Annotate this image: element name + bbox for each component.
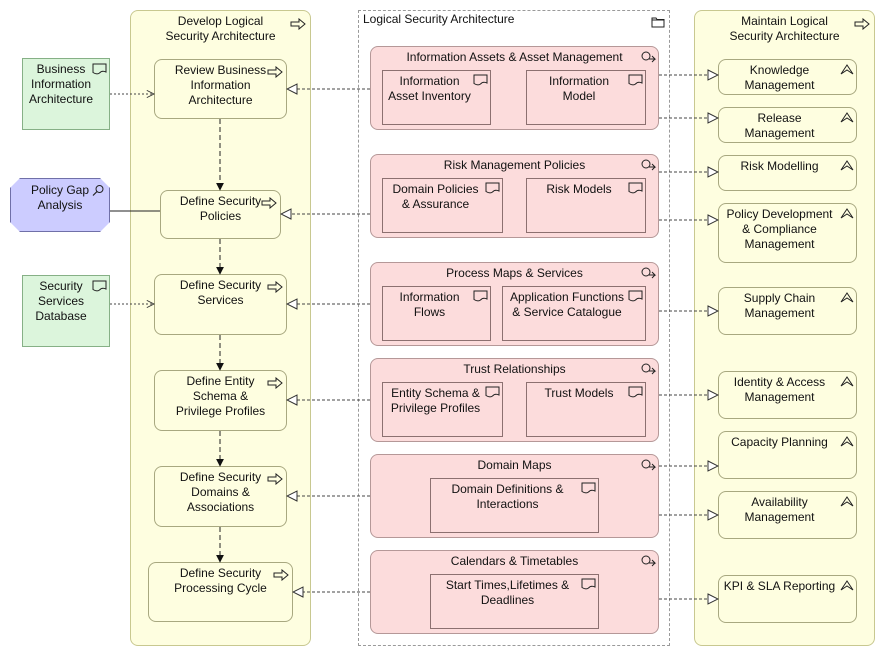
- process-arrow-icon: [261, 197, 277, 209]
- process-label: Define Entity Schema & Privilege Profile…: [175, 374, 266, 418]
- service-knowledge-management[interactable]: Knowledge Management: [718, 59, 857, 95]
- process-arrow-icon: [290, 18, 306, 30]
- group-title: Information Assets & Asset Management: [406, 50, 623, 64]
- artifact-label: Business Information Architecture: [29, 62, 94, 106]
- service-supply-chain-management[interactable]: Supply Chain Management: [718, 287, 857, 335]
- service-label: Policy Development & Compliance Manageme…: [726, 207, 833, 251]
- lane-maintain-title: Maintain Logical Security Architecture: [729, 14, 840, 43]
- assessment-policy-gap-analysis[interactable]: Policy Gap Analysis: [10, 178, 110, 232]
- service-label: Availability Management: [744, 495, 815, 524]
- service-label: Identity & Access Management: [733, 375, 826, 404]
- service-identity-access-management[interactable]: Identity & Access Management: [718, 371, 857, 419]
- process-arrow-icon: [854, 18, 870, 30]
- object-label: Entity Schema & Privilege Profiles: [390, 386, 481, 415]
- process-arrow-icon: [267, 473, 283, 485]
- assessment-label: Policy Gap Analysis: [30, 183, 90, 212]
- service-label: KPI & SLA Reporting: [723, 579, 836, 593]
- object-information-model[interactable]: Information Model: [526, 70, 646, 125]
- folder-icon: [651, 17, 665, 28]
- object-trust-models[interactable]: Trust Models: [526, 382, 646, 437]
- lane-center-title: Logical Security Architecture: [363, 12, 515, 26]
- group-title: Trust Relationships: [463, 362, 566, 376]
- process-label: Define Security Processing Cycle: [174, 566, 267, 595]
- object-label: Information Asset Inventory: [388, 74, 471, 103]
- process-arrow-icon: [267, 377, 283, 389]
- object-label: Domain Policies & Assurance: [392, 182, 479, 211]
- search-icon: [92, 185, 104, 196]
- process-arrow-icon: [267, 66, 283, 78]
- object-label: Information Flows: [399, 290, 460, 319]
- group-title: Process Maps & Services: [446, 266, 583, 280]
- artifact-label: Security Services Database: [35, 279, 87, 323]
- object-risk-models[interactable]: Risk Models: [526, 178, 646, 233]
- process-label: Review Business Information Architecture: [174, 63, 267, 107]
- object-start-times-lifetimes-deadlines[interactable]: Start Times,Lifetimes & Deadlines: [430, 574, 599, 629]
- process-label: Define Security Domains & Associations: [179, 470, 262, 514]
- representation-icon: [92, 63, 107, 75]
- object-information-flows[interactable]: Information Flows: [382, 286, 491, 341]
- object-domain-policies-assurance[interactable]: Domain Policies & Assurance: [382, 178, 503, 233]
- service-capacity-planning[interactable]: Capacity Planning: [718, 431, 857, 479]
- process-label: Define Security Policies: [179, 194, 262, 223]
- representation-icon: [92, 280, 107, 292]
- service-risk-modelling[interactable]: Risk Modelling: [718, 155, 857, 191]
- group-title: Domain Maps: [477, 458, 552, 472]
- object-application-functions-service-catalogue[interactable]: Application Functions & Service Catalogu…: [502, 286, 646, 341]
- object-entity-schema-privilege-profiles[interactable]: Entity Schema & Privilege Profiles: [382, 382, 503, 437]
- process-define-entity-schema-privilege-profiles[interactable]: Define Entity Schema & Privilege Profile…: [154, 370, 287, 431]
- service-label: Risk Modelling: [740, 159, 819, 173]
- object-label: Trust Models: [544, 386, 614, 400]
- service-release-management[interactable]: Release Management: [718, 107, 857, 143]
- lane-develop-title: Develop Logical Security Architecture: [165, 14, 276, 43]
- object-information-asset-inventory[interactable]: Information Asset Inventory: [382, 70, 491, 125]
- process-define-security-services[interactable]: Define Security Services: [154, 274, 287, 335]
- object-label: Risk Models: [546, 182, 612, 196]
- service-label: Release Management: [744, 111, 815, 140]
- process-review-business-information-architecture[interactable]: Review Business Information Architecture: [154, 59, 287, 119]
- service-policy-development-compliance-management[interactable]: Policy Development & Compliance Manageme…: [718, 203, 857, 263]
- service-availability-management[interactable]: Availability Management: [718, 491, 857, 539]
- process-define-security-policies[interactable]: Define Security Policies: [160, 190, 281, 239]
- service-label: Capacity Planning: [731, 435, 828, 449]
- process-define-security-processing-cycle[interactable]: Define Security Processing Cycle: [148, 562, 293, 622]
- process-arrow-icon: [267, 281, 283, 293]
- object-label: Domain Definitions & Interactions: [451, 482, 564, 511]
- object-label: Information Model: [548, 74, 610, 103]
- group-title: Calendars & Timetables: [450, 554, 579, 568]
- process-define-security-domains-associations[interactable]: Define Security Domains & Associations: [154, 466, 287, 527]
- process-arrow-icon: [273, 569, 289, 581]
- process-label: Define Security Services: [179, 278, 262, 307]
- object-label: Application Functions & Service Catalogu…: [509, 290, 625, 319]
- group-title: Risk Management Policies: [443, 158, 586, 172]
- artifact-security-services-database[interactable]: Security Services Database: [22, 275, 110, 347]
- service-kpi-sla-reporting[interactable]: KPI & SLA Reporting: [718, 575, 857, 623]
- service-label: Knowledge Management: [744, 63, 815, 92]
- object-label: Start Times,Lifetimes & Deadlines: [445, 578, 570, 607]
- artifact-business-information-architecture[interactable]: Business Information Architecture: [22, 58, 110, 130]
- object-domain-definitions-interactions[interactable]: Domain Definitions & Interactions: [430, 478, 599, 533]
- service-label: Supply Chain Management: [743, 291, 816, 320]
